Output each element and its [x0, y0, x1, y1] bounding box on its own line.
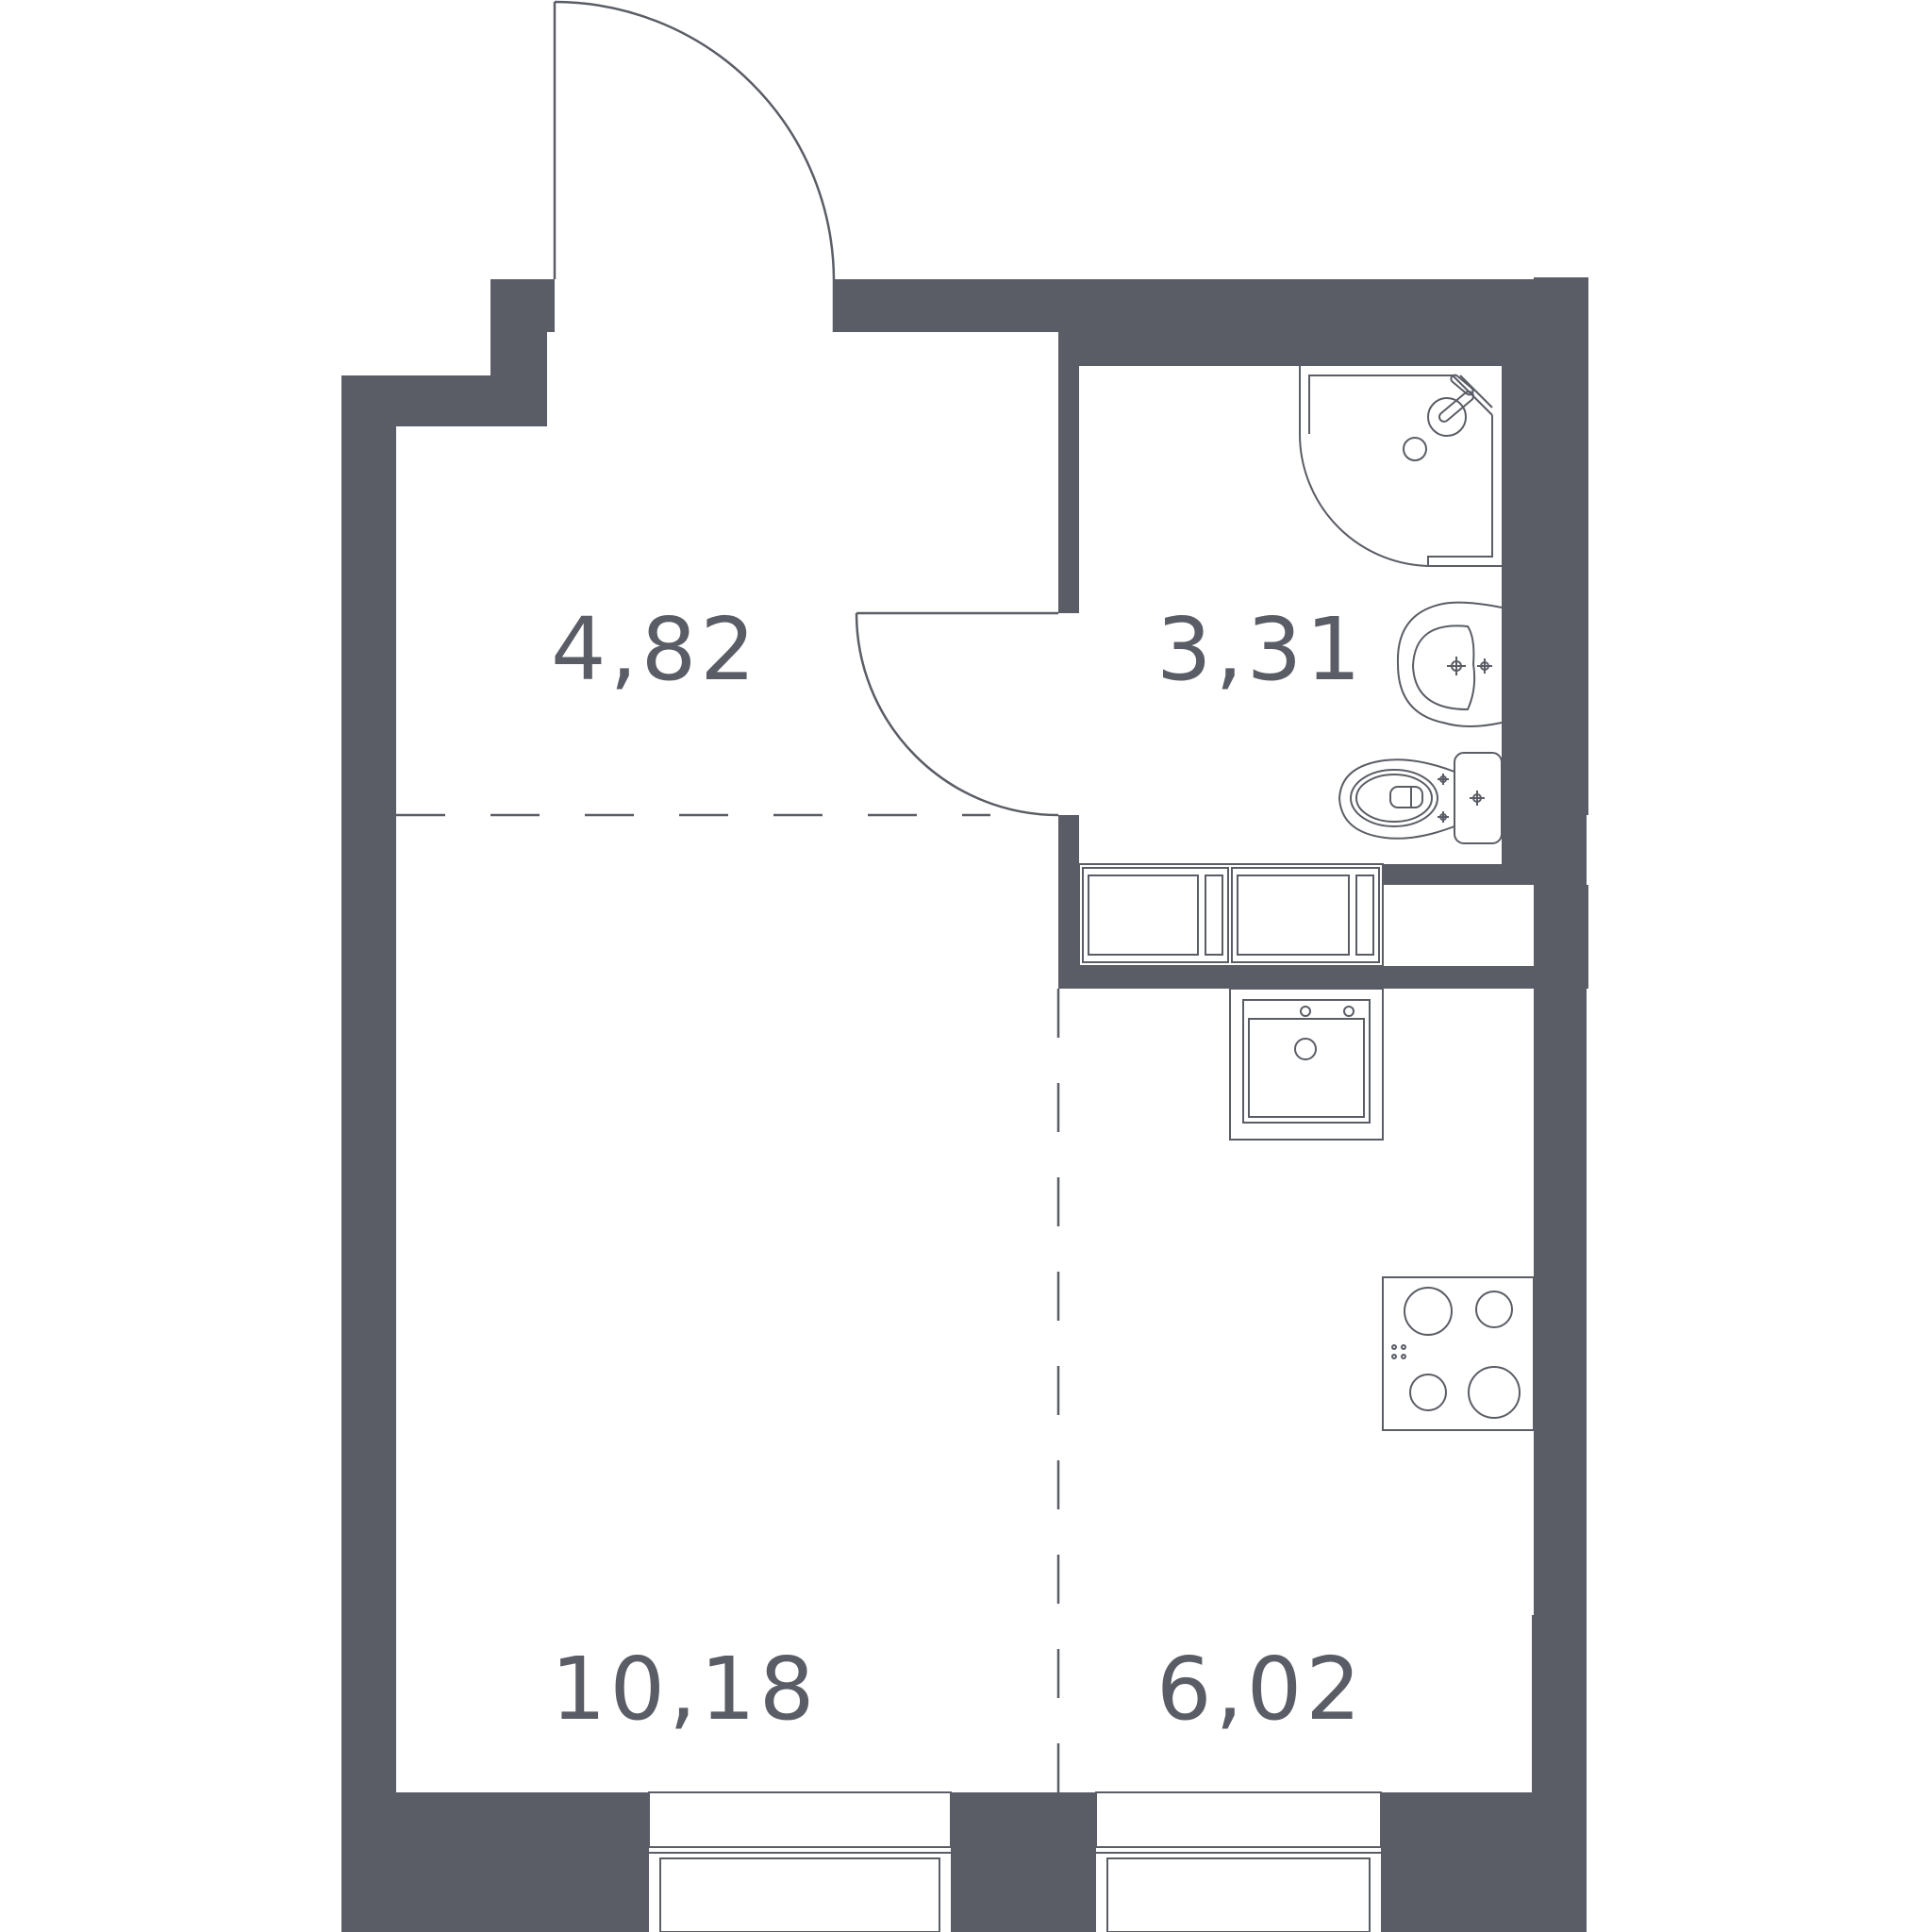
window-right-sill-outer: [1095, 1791, 1382, 1848]
cooktop-panel: [1382, 1276, 1535, 1431]
window-right-sill-inner: [1106, 1857, 1371, 1932]
shower-inner: [1308, 375, 1453, 434]
room-area-hallway: 4,82: [551, 599, 759, 700]
wall-left: [341, 375, 396, 1932]
control-knob-4-icon: [1401, 1354, 1406, 1359]
cabinet-bay: [1078, 863, 1384, 967]
entrance-door: [553, 0, 836, 332]
bathroom-door-arc: [855, 612, 1059, 817]
appliance-2-door: [1237, 874, 1350, 956]
toilet-bowl-inner: [1350, 769, 1438, 827]
wall-bath-right: [1502, 330, 1549, 864]
shower-inner-right: [1427, 415, 1493, 566]
burner-bottom-left-icon: [1409, 1374, 1447, 1411]
wall-bottom-right-corner: [1532, 1615, 1587, 1932]
wall-bath-left-upper: [1058, 330, 1079, 613]
windows: [648, 1791, 1382, 1932]
entrance-door-arc: [554, 0, 836, 280]
bathroom-door: [855, 611, 1059, 817]
toilet-tank: [1454, 752, 1503, 844]
sink-counter: [1229, 988, 1384, 1141]
shower-drain-icon: [1427, 397, 1467, 437]
sink-bowl: [1248, 1018, 1365, 1118]
burner-top-left-icon: [1404, 1287, 1453, 1336]
wall-top: [834, 279, 1588, 332]
washbasin: [1396, 601, 1503, 727]
shower-tap-head-icon: [1450, 374, 1474, 396]
appliance-1: [1082, 867, 1229, 963]
shower-cabin: [1299, 366, 1502, 567]
wall-bath-bottom: [1383, 864, 1549, 885]
shower-outline: [1299, 366, 1502, 567]
shower-corner-side: [1459, 375, 1493, 408]
room-area-kitchen: 6,02: [1156, 1639, 1365, 1740]
zone-dividers: [396, 813, 1060, 1792]
appliance-2: [1231, 867, 1380, 963]
sink-tap-left-icon: [1300, 1006, 1311, 1017]
appliance-1-handle: [1205, 874, 1223, 956]
wall-bath-left-lower: [1058, 815, 1079, 989]
control-knob-3-icon: [1391, 1354, 1397, 1359]
washbasin-inner: [1411, 625, 1476, 711]
washbasin-outer: [1396, 601, 1503, 727]
toilet-bowl-outer: [1338, 758, 1455, 840]
window-left-sill-outer: [648, 1791, 952, 1848]
sink-frame: [1242, 999, 1371, 1124]
toilet-seat-icon: [1389, 786, 1423, 808]
room-area-bathroom: 3,31: [1156, 599, 1365, 700]
appliance-2-handle: [1355, 874, 1374, 956]
wall-bottom-left: [341, 1792, 649, 1932]
appliance-1-door: [1088, 874, 1199, 956]
burner-top-right-icon: [1475, 1291, 1513, 1328]
cooktop: [1382, 1276, 1535, 1431]
wall-bottom-middle: [951, 1792, 1096, 1932]
walls: [341, 277, 1588, 1932]
toilet-bowl-inner2: [1355, 774, 1433, 823]
sink-drain-icon: [1294, 1038, 1317, 1060]
control-knob-2-icon: [1401, 1344, 1406, 1350]
wall-cabinet-bottom: [1058, 966, 1534, 989]
control-knob-1-icon: [1391, 1344, 1397, 1350]
shower-valve-icon: [1403, 437, 1427, 461]
toilet: [1338, 752, 1503, 844]
cabinet-bay-outline: [1078, 863, 1384, 967]
room-area-living: 10,18: [551, 1639, 818, 1740]
shower-corner-top: [1452, 375, 1493, 416]
kitchen-sink: [1229, 988, 1384, 1141]
burner-bottom-right-icon: [1468, 1366, 1521, 1419]
wall-cabinet-right: [1534, 885, 1588, 989]
wall-bath-top: [1058, 330, 1549, 366]
window-left-sill-inner: [659, 1857, 940, 1932]
sink-tap-right-icon: [1343, 1006, 1355, 1017]
